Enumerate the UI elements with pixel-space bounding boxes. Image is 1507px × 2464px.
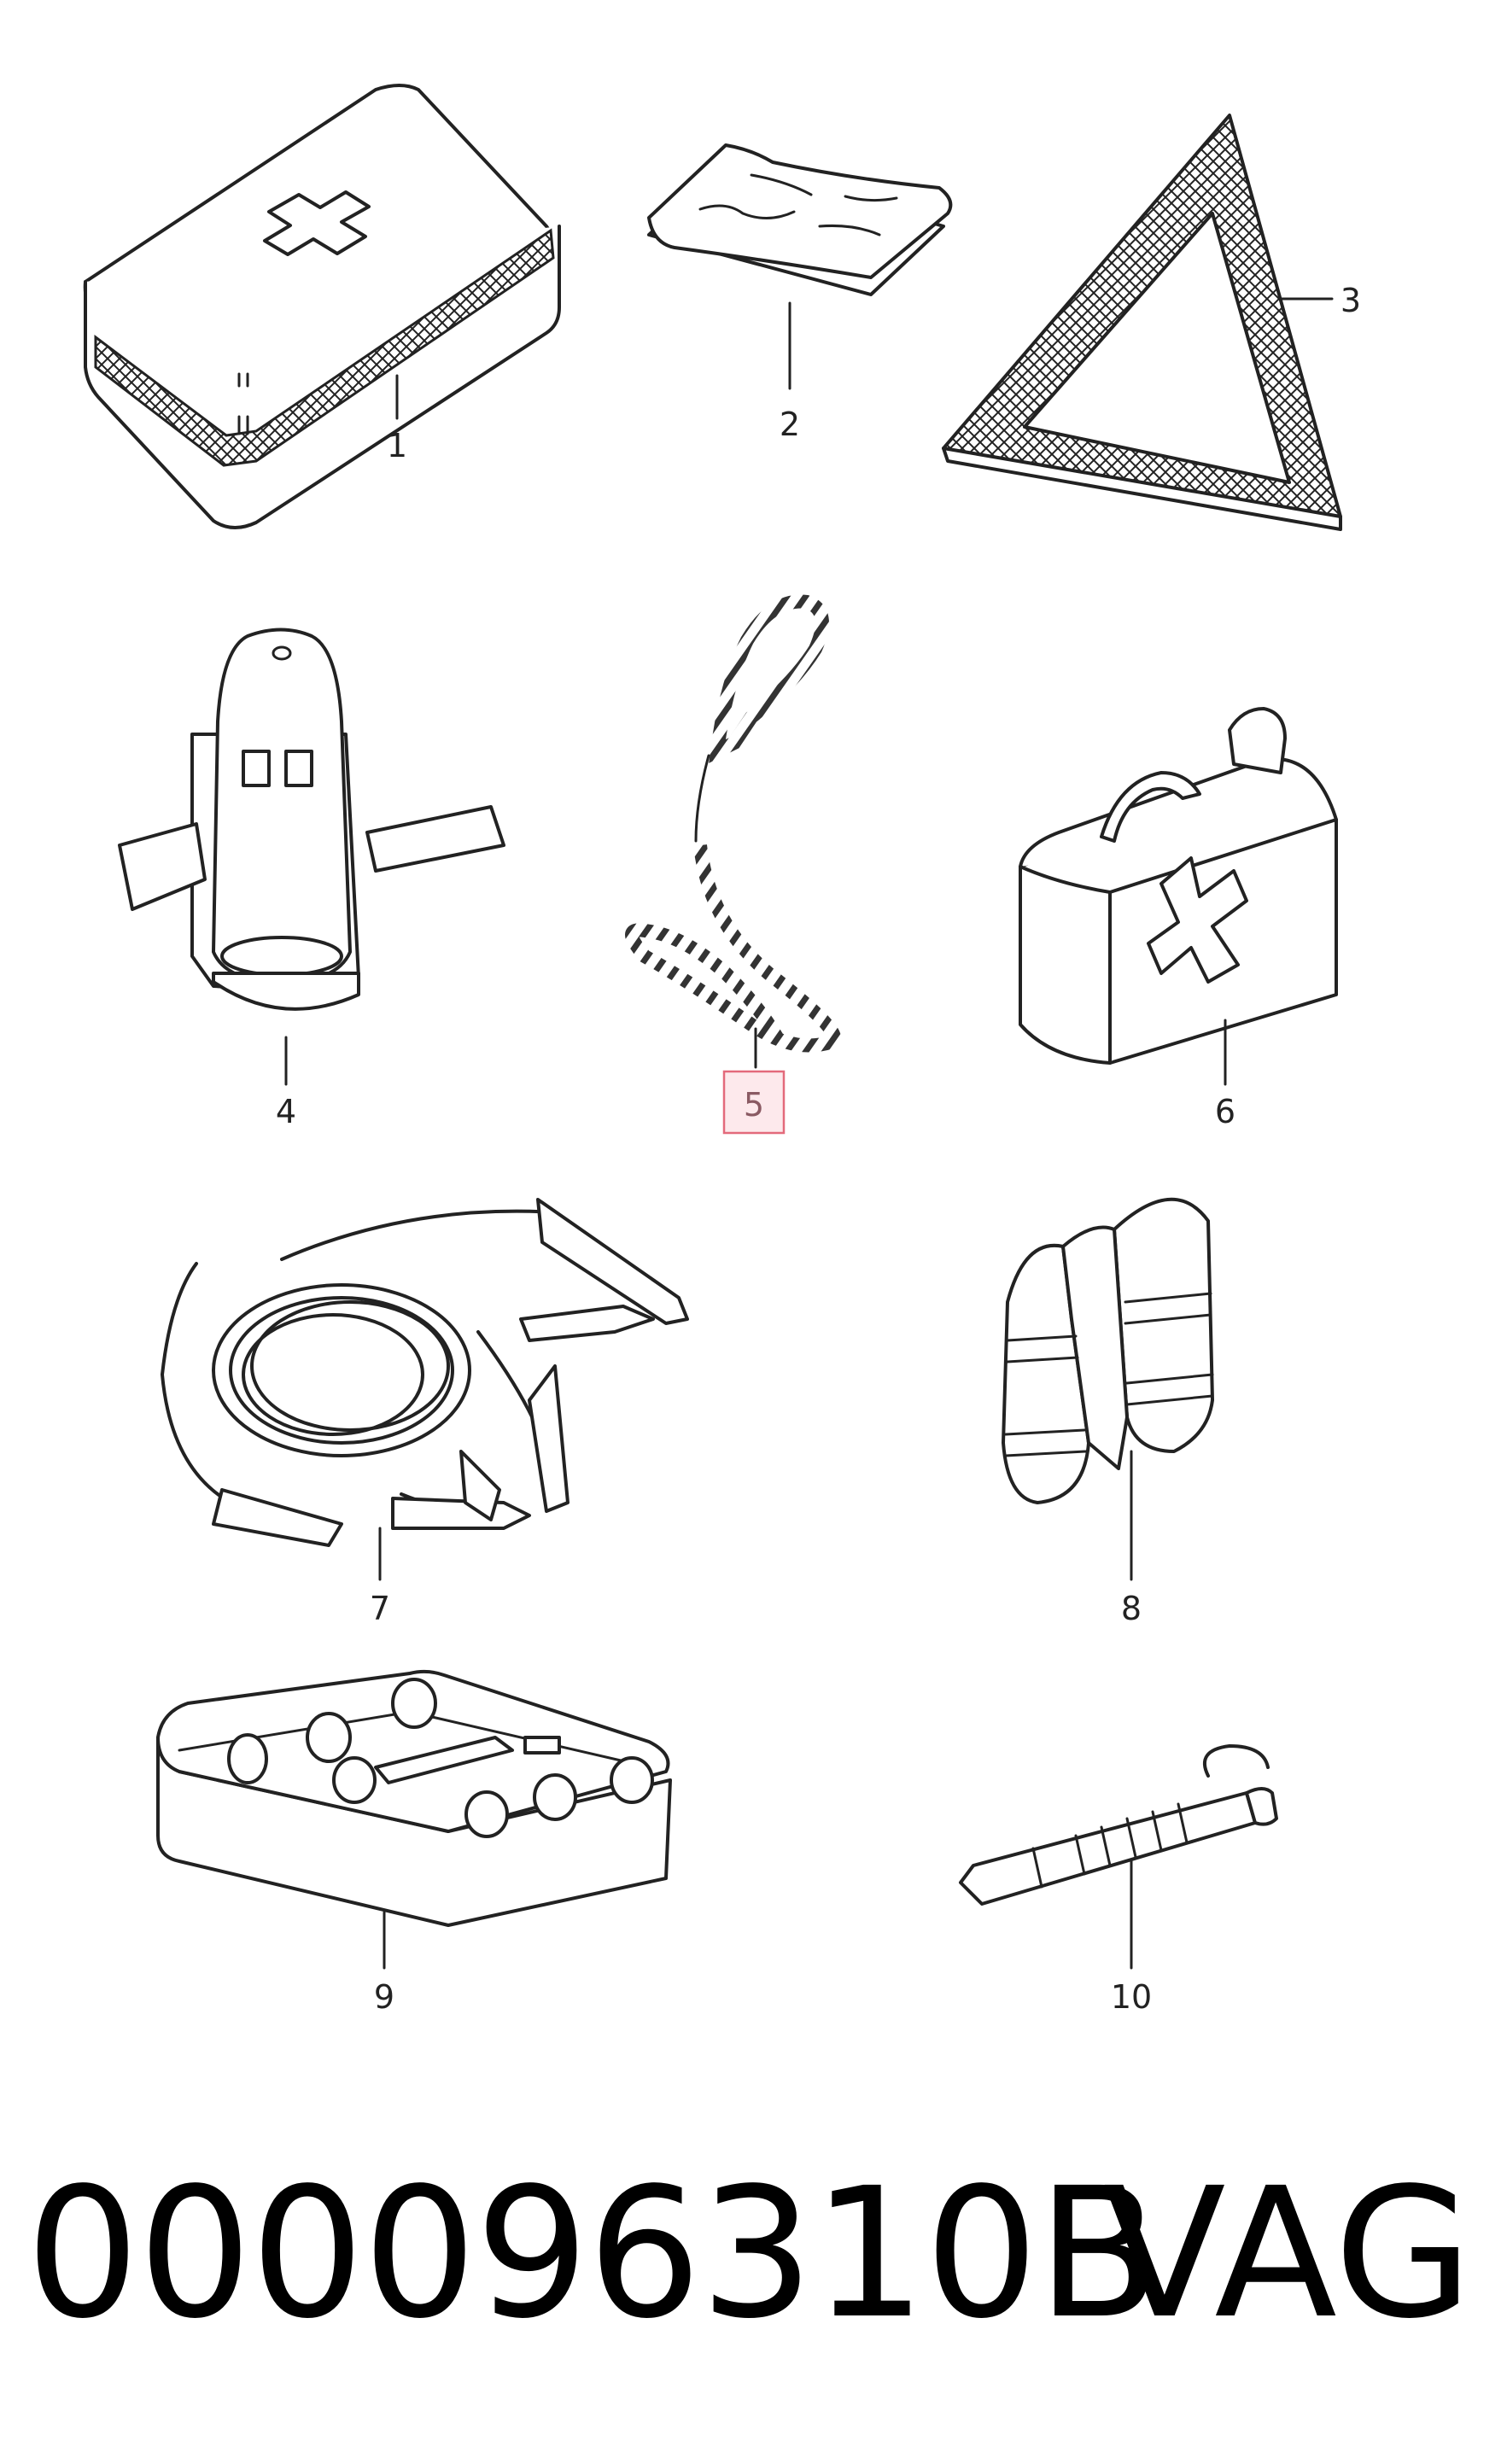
- exploded-parts-diagram: 1 2 3 4 5 6 7 8 9 10: [83, 84, 1361, 2016]
- brand-name: VAG: [1103, 2149, 1473, 2358]
- first-aid-kit-icon: [83, 84, 561, 529]
- callout-8[interactable]: 8: [1121, 1590, 1142, 1627]
- folded-blanket-icon: [647, 143, 953, 296]
- tool-tray-icon: [156, 1669, 672, 1927]
- part-number: 000096310B: [26, 2149, 1160, 2358]
- callout-7[interactable]: 7: [370, 1590, 390, 1627]
- towing-eye-icon: [959, 1744, 1278, 1906]
- callout-5-highlight-box: [722, 1070, 786, 1135]
- tow-rope-icon: [625, 594, 842, 1053]
- callout-4[interactable]: 4: [276, 1093, 296, 1130]
- callout-6[interactable]: 6: [1215, 1093, 1235, 1130]
- callout-3[interactable]: 3: [1341, 282, 1361, 319]
- callout-1[interactable]: 1: [387, 427, 407, 464]
- footer: 000096310B VAG: [0, 2126, 1507, 2382]
- safety-vest-icon: [1002, 1197, 1214, 1504]
- jumper-cables-icon: [161, 1198, 689, 1547]
- callout-2[interactable]: 2: [780, 406, 800, 443]
- fire-extinguisher-icon: [118, 628, 505, 1011]
- callout-labels: 1 2 3 4 5 6 7 8 9 10: [276, 282, 1361, 2016]
- callout-9[interactable]: 9: [374, 1978, 394, 2016]
- warning-triangle-icon: [942, 114, 1342, 531]
- leader-lines: [284, 297, 1334, 1970]
- fuel-canister-icon: [1019, 707, 1338, 1065]
- callout-5[interactable]: 5: [744, 1086, 764, 1124]
- callout-10[interactable]: 10: [1111, 1978, 1152, 2016]
